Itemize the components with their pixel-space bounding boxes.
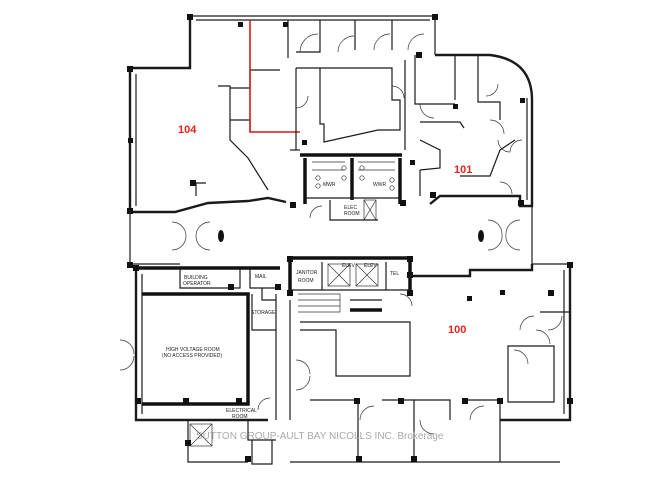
storage-room-label: STORAGE bbox=[251, 310, 276, 316]
room-labels: 104 101 100 MWR WWR ELEC ROOM ELEV ELEV … bbox=[162, 124, 472, 420]
high-voltage-room-label-line2: (NO ACCESS PROVIDED) bbox=[162, 353, 222, 359]
brokerage-watermark: SUTTON GROUP-AULT BAY NICOLLS INC. Broke… bbox=[196, 431, 444, 442]
suite-104 bbox=[127, 14, 438, 214]
elec-room-label-line1: ELEC bbox=[344, 205, 357, 211]
highlight-outline bbox=[249, 20, 300, 133]
suite-100 bbox=[290, 262, 573, 463]
high-voltage-room-label-line1: HIGH VOLTAGE ROOM bbox=[166, 347, 220, 353]
electrical-room-label-line2: ROOM bbox=[232, 414, 248, 420]
tel-room-label: TEL bbox=[390, 271, 399, 277]
building-operator-label-line2: OPERATOR bbox=[183, 281, 211, 287]
building-operator-label-line1: BUILDING bbox=[184, 275, 208, 281]
elevator-label-2: ELEV bbox=[364, 263, 377, 269]
wwr-label: WWR bbox=[373, 182, 386, 188]
janitor-room-label-line2: ROOM bbox=[298, 278, 314, 284]
unit-100-label: 100 bbox=[448, 324, 466, 336]
lower-left-block bbox=[119, 265, 281, 465]
electrical-room-label-line1: ELECTRICAL bbox=[226, 408, 257, 414]
elevator-label-1: ELEV bbox=[342, 263, 355, 269]
lower-core bbox=[287, 256, 413, 420]
mail-room-label: MAIL bbox=[255, 274, 267, 280]
mwr-label: MWR bbox=[323, 182, 336, 188]
unit-104-label: 104 bbox=[178, 124, 197, 136]
elec-room-label-line2: ROOM bbox=[344, 211, 360, 217]
unit-101-label: 101 bbox=[454, 164, 472, 176]
main-corridor bbox=[127, 206, 533, 268]
upper-core bbox=[290, 60, 406, 221]
janitor-room-label-line1: JANITOR bbox=[296, 270, 318, 276]
suite-101 bbox=[410, 52, 534, 208]
